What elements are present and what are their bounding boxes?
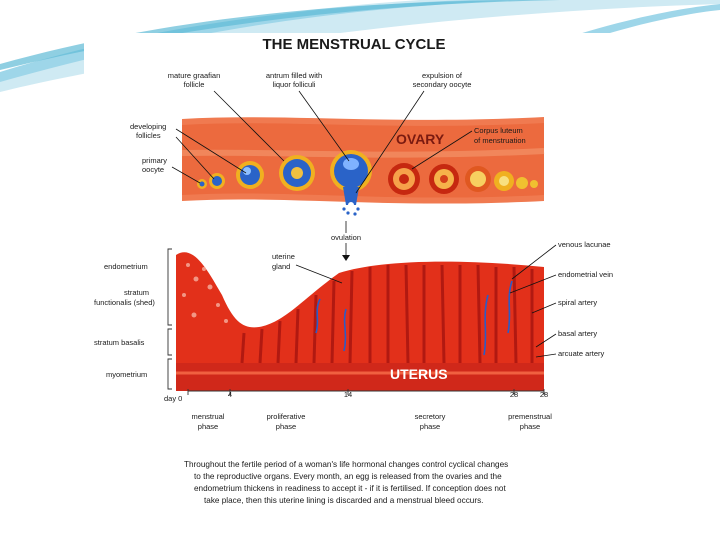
label-antrum-2: liquor folliculi	[273, 80, 316, 89]
label-ovulation: ovulation	[331, 233, 361, 242]
caption-line-2: to the reproductive organs. Every month,…	[194, 472, 502, 481]
label-uterine-gland-2: gland	[272, 262, 290, 271]
phase-premenstrual-2: phase	[520, 422, 540, 431]
follicle-sequence	[197, 150, 372, 216]
label-functionalis-2: functionalis (shed)	[94, 298, 155, 307]
label-functionalis-1: stratum	[124, 288, 149, 297]
label-venous-lacunae: venous lacunae	[558, 240, 611, 249]
uterus-lining	[176, 252, 544, 391]
phase-secretory-1: secretory	[415, 412, 446, 421]
ovary-heading: OVARY	[396, 131, 445, 147]
corpus-luteum-sequence	[388, 163, 538, 195]
label-mature-follicle-1: mature graafian	[168, 71, 221, 80]
caption-line-1: Throughout the fertile period of a woman…	[184, 460, 508, 469]
label-developing-1: developing	[130, 122, 166, 131]
uterus-heading: UTERUS	[390, 366, 448, 382]
phase-proliferative-1: proliferative	[267, 412, 306, 421]
timeline-tick-4: 4	[228, 390, 232, 399]
caption-line-3: endometrium thickens in readiness to acc…	[194, 484, 506, 493]
label-spiral-artery: spiral artery	[558, 298, 597, 307]
menstrual-cycle-diagram: THE MENSTRUAL CYCLE OVARY	[94, 36, 613, 505]
phase-premenstrual-1: premenstrual	[508, 412, 552, 421]
timeline-tick-28a: 28	[510, 390, 518, 399]
timeline-tick-14: 14	[344, 390, 352, 399]
phase-menstrual-2: phase	[198, 422, 218, 431]
label-myometrium: myometrium	[106, 370, 147, 379]
phase-proliferative-2: phase	[276, 422, 296, 431]
label-corpus-luteum-2: of menstruation	[474, 136, 526, 145]
label-expulsion-2: secondary oocyte	[413, 80, 472, 89]
label-endometrium: endometrium	[104, 262, 148, 271]
label-basalis: stratum basalis	[94, 338, 145, 347]
timeline-day-prefix: day 0	[164, 394, 182, 403]
label-developing-2: follicles	[136, 131, 161, 140]
menstrual-cycle-figure: THE MENSTRUAL CYCLE OVARY	[84, 33, 624, 515]
label-corpus-luteum-1: Corpus luteum	[474, 126, 523, 135]
label-primary-2: oocyte	[142, 165, 164, 174]
timeline-tick-28b: 28	[540, 390, 548, 399]
label-basal-artery: basal artery	[558, 329, 597, 338]
figure-title: THE MENSTRUAL CYCLE	[262, 36, 445, 53]
label-mature-follicle-2: follicle	[184, 80, 205, 89]
phase-menstrual-1: menstrual	[192, 412, 225, 421]
label-endometrial-vein: endometrial vein	[558, 270, 613, 279]
label-arcuate-artery: arcuate artery	[558, 349, 605, 358]
label-primary-1: primary	[142, 156, 167, 165]
timeline	[187, 389, 545, 395]
phase-secretory-2: phase	[420, 422, 440, 431]
label-uterine-gland-1: uterine	[272, 252, 295, 261]
label-expulsion-1: expulsion of	[422, 71, 463, 80]
label-antrum-1: antrum filled with	[266, 71, 322, 80]
caption-line-4: take place, then this uterine lining is …	[204, 496, 483, 505]
